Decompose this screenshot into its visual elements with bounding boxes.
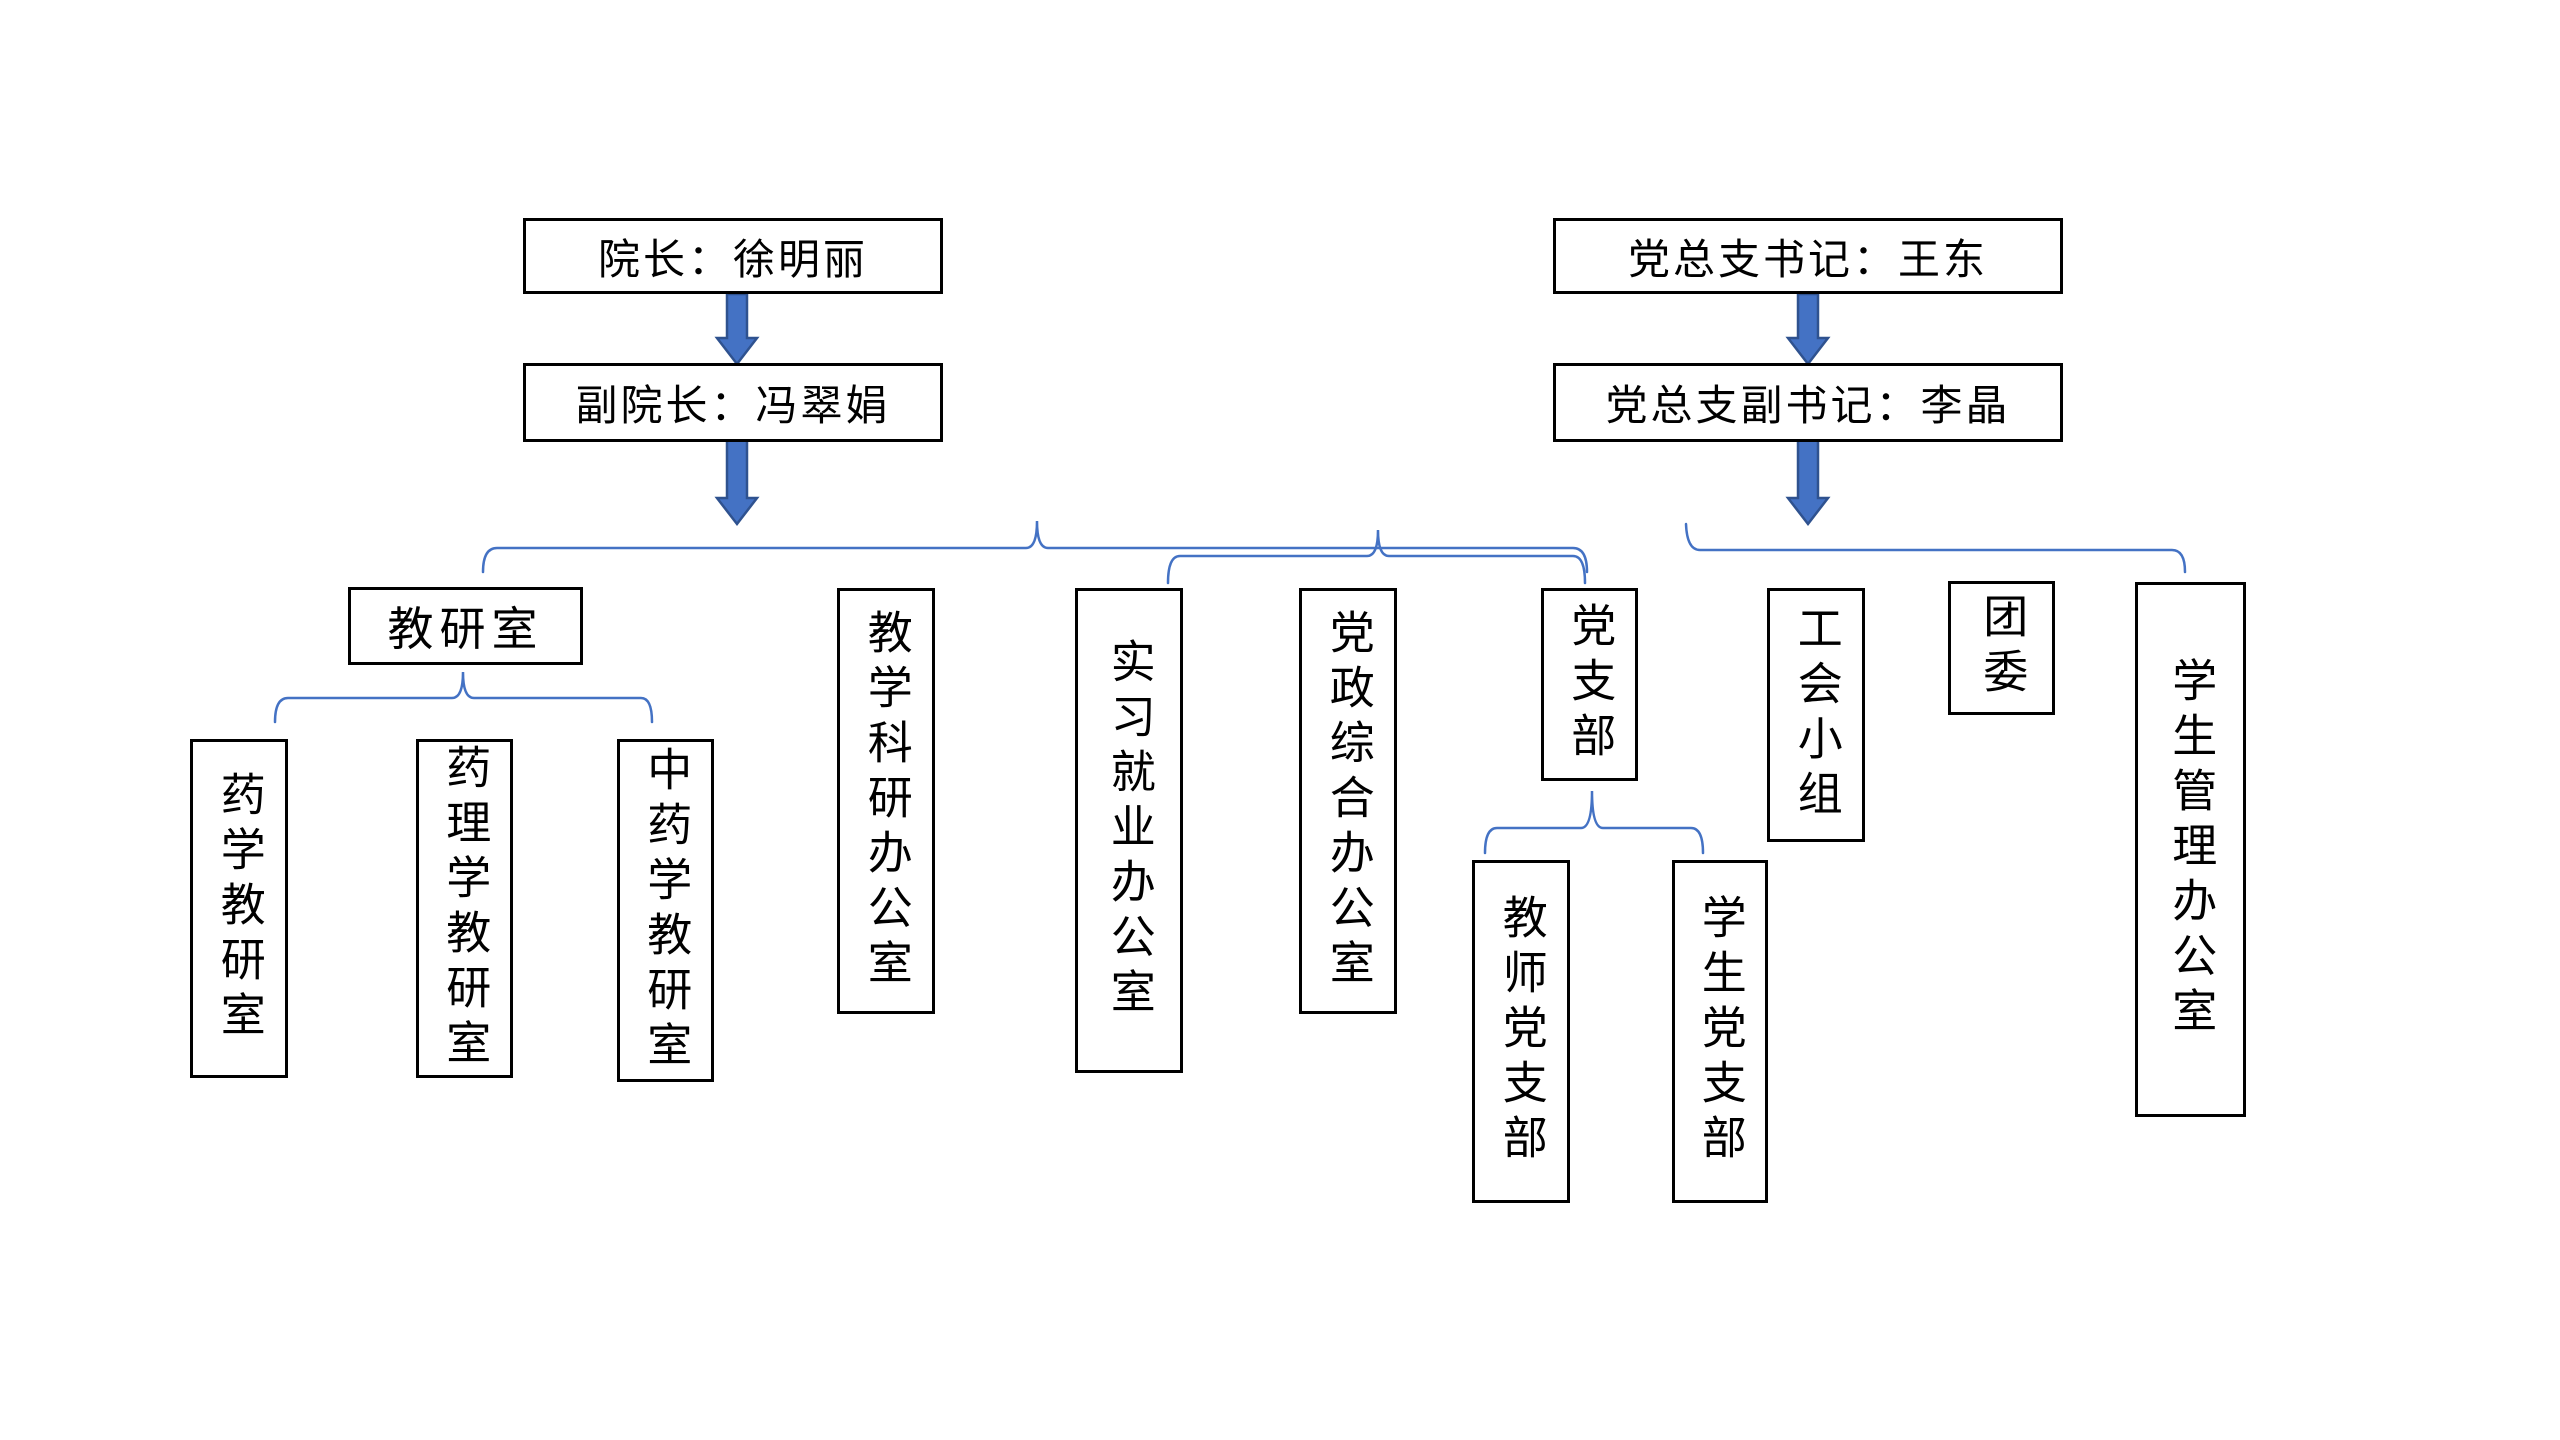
arrow-vice-dean-to-departments xyxy=(714,438,760,527)
node-student-management-office-label: 学生管理办公室 xyxy=(2165,657,2217,1042)
node-dean: 院长：徐明丽 xyxy=(523,218,943,294)
node-party-deputy-secretary-label: 党总支副书记：李晶 xyxy=(1605,382,2011,429)
node-dean-label: 院长：徐明丽 xyxy=(597,235,868,283)
node-teaching-science-office-label: 教学科研办公室 xyxy=(860,608,912,994)
node-party-deputy-secretary: 党总支副书记：李晶 xyxy=(1553,363,2063,442)
brace-middle-offices xyxy=(1166,529,1587,585)
arrow-party-secretary-to-deputy xyxy=(1785,292,1831,367)
node-youth-league-label: 团委 xyxy=(1976,593,2028,703)
node-internship-office-label: 实习就业办公室 xyxy=(1103,638,1155,1023)
brace-party-departments xyxy=(1684,522,2187,574)
node-teaching-research-office-label: 教研室 xyxy=(387,603,544,655)
node-teaching-research-office: 教研室 xyxy=(348,587,583,665)
node-tcm-office: 中药学教研室 xyxy=(617,739,714,1082)
node-teaching-science-office: 教学科研办公室 xyxy=(837,588,935,1014)
node-tcm-office-label: 中药学教研室 xyxy=(640,745,692,1076)
node-party-secretary-label: 党总支书记：王东 xyxy=(1627,235,1988,283)
node-pharmacology-office-label: 药理学教研室 xyxy=(439,743,491,1074)
brace-party-branch-children xyxy=(1483,790,1705,855)
node-party-branch: 党支部 xyxy=(1541,588,1638,781)
node-vice-dean-label: 副院长：冯翠娟 xyxy=(575,382,891,429)
arrow-party-deputy-to-departments xyxy=(1785,438,1831,527)
node-student-management-office: 学生管理办公室 xyxy=(2135,582,2246,1117)
node-teacher-party-branch-label: 教师党支部 xyxy=(1495,894,1547,1169)
node-vice-dean: 副院长：冯翠娟 xyxy=(523,363,943,442)
node-youth-league: 团委 xyxy=(1948,581,2055,715)
node-teacher-party-branch: 教师党支部 xyxy=(1472,860,1570,1203)
node-party-secretary: 党总支书记：王东 xyxy=(1553,218,2063,294)
node-party-admin-office-label: 党政综合办公室 xyxy=(1322,608,1374,994)
node-student-party-branch-label: 学生党支部 xyxy=(1694,894,1746,1169)
node-union-group: 工会小组 xyxy=(1767,588,1865,842)
brace-admin-departments xyxy=(481,520,1589,574)
brace-teaching-research-children xyxy=(273,671,654,724)
node-union-group-label: 工会小组 xyxy=(1790,605,1842,825)
node-party-branch-label: 党支部 xyxy=(1564,602,1616,767)
node-party-admin-office: 党政综合办公室 xyxy=(1299,588,1397,1014)
node-pharmacy-office: 药学教研室 xyxy=(190,739,288,1078)
node-pharmacy-office-label: 药学教研室 xyxy=(213,771,265,1046)
arrow-dean-to-vice-dean xyxy=(714,292,760,367)
node-pharmacology-office: 药理学教研室 xyxy=(416,739,513,1078)
node-internship-office: 实习就业办公室 xyxy=(1075,588,1183,1073)
node-student-party-branch: 学生党支部 xyxy=(1672,860,1768,1203)
